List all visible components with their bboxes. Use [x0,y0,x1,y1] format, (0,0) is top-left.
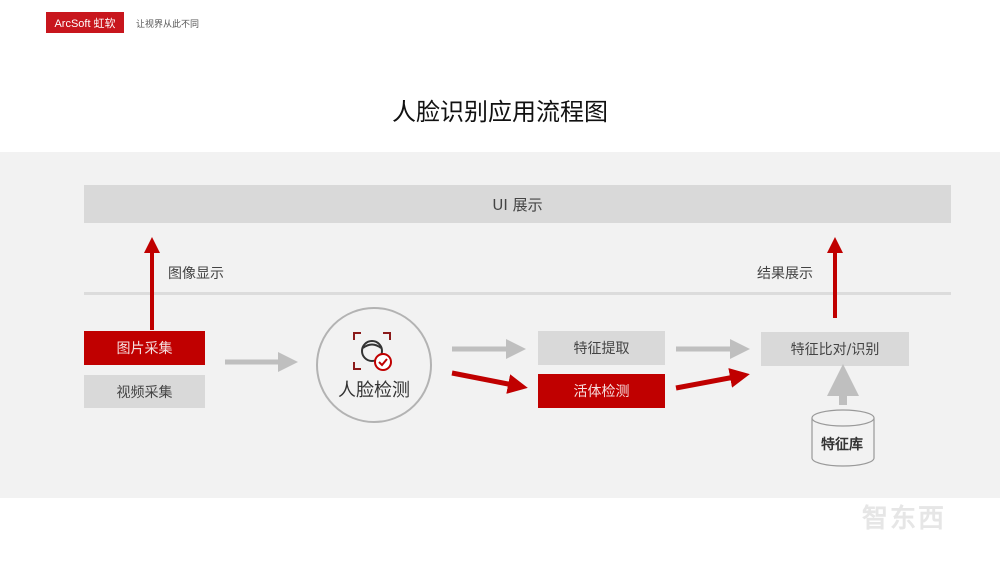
feature-match-node: 特征比对/识别 [761,332,909,366]
watermark: 智东西 [862,504,947,534]
ui-display-bar: UI 展示 [84,185,951,223]
video-capture-node: 视频采集 [84,375,205,408]
slogan: 让视界从此不同 [136,20,200,30]
result-display-label: 结果展示 [757,266,813,282]
feature-db-label: 特征库 [821,437,863,453]
page-title: 人脸识别应用流程图 [392,98,608,126]
divider-line [84,292,951,295]
image-capture-node: 图片采集 [84,331,205,365]
face-detection-label: 人脸检测 [338,380,410,401]
arcsoft-logo: ArcSoft 虹软 [46,12,124,33]
image-display-label: 图像显示 [168,266,224,282]
feature-extraction-node: 特征提取 [538,331,665,365]
face-scan-icon [353,332,392,371]
face-detection-node [316,307,432,423]
liveness-detection-node: 活体检测 [538,374,665,408]
database-icon [811,409,875,467]
